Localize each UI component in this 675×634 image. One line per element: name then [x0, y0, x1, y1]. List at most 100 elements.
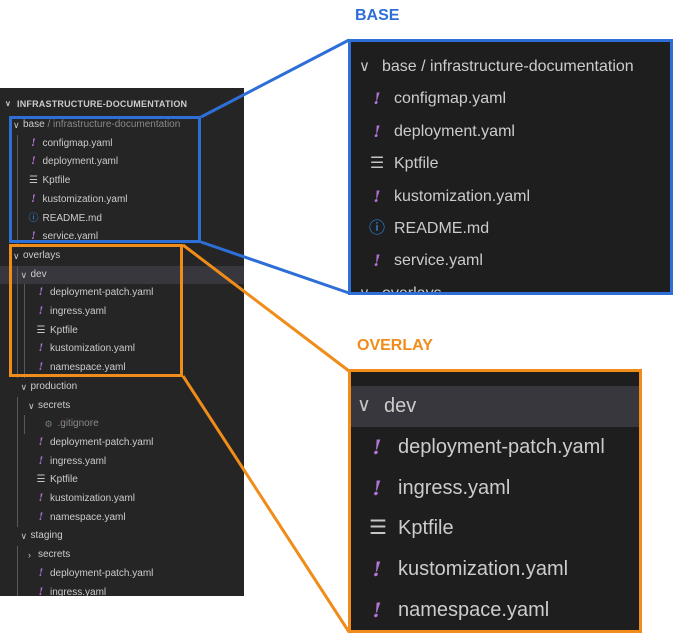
- base-zone-title: BASE: [355, 7, 400, 24]
- tree-item-label: staging: [30, 530, 63, 542]
- indent-guide: [17, 396, 18, 528]
- zoom-item-label: dev: [384, 395, 417, 417]
- chevron-down-icon: ∨: [5, 99, 12, 108]
- tree-file-ingress-yaml[interactable]: !ingress.yaml: [0, 303, 244, 322]
- base_zoom-row-base[interactable]: ∨base / infrastructure-documentation: [351, 51, 670, 83]
- list-lines-icon: ☰: [369, 517, 387, 540]
- explorer-tree: ∨ INFRASTRUCTURE-DOCUMENTATION ∨base / i…: [0, 88, 244, 596]
- tree-item-label: Kptfile: [50, 324, 78, 336]
- tree-file-deployment-patch-yaml[interactable]: !deployment-patch.yaml: [0, 565, 244, 584]
- overlay_zoom-row-kustomization-yaml[interactable]: !kustomization.yaml: [351, 549, 639, 590]
- zoom-item-label: namespace.yaml: [398, 599, 550, 621]
- tree-file-namespace-yaml[interactable]: ! namespace.yaml: [0, 359, 244, 378]
- tree-file-ingress-yaml[interactable]: !ingress.yaml: [0, 584, 244, 597]
- tree-item-label: deployment-patch.yaml: [50, 436, 154, 448]
- indent-guide: [17, 546, 18, 596]
- overlay_zoom-row-namespace-yaml[interactable]: ! namespace.yaml: [351, 590, 639, 630]
- tree-folder-production[interactable]: ∨production: [0, 378, 244, 397]
- chevron-down-icon: ∨: [359, 284, 370, 295]
- overlay_zoom-row-kptfile[interactable]: ☰Kptfile: [351, 508, 639, 549]
- base_zoom-row-service-yaml[interactable]: ! service.yaml: [351, 245, 670, 277]
- exclamation-icon: !: [38, 567, 44, 579]
- base_zoom-row-configmap-yaml[interactable]: ! configmap.yaml: [351, 83, 670, 115]
- exclamation-icon: !: [31, 193, 36, 205]
- tree-item-label: kustomization.yaml: [42, 193, 128, 205]
- chevron-down-icon: ∨: [28, 400, 35, 411]
- tree-file-configmap-yaml[interactable]: ! configmap.yaml: [0, 135, 244, 154]
- tree-item-label: deployment.yaml: [42, 156, 119, 168]
- zoom-item-label: configmap.yaml: [394, 90, 507, 108]
- tree-file-deployment-yaml[interactable]: ! deployment.yaml: [0, 153, 244, 172]
- tree-item-label: base / infrastructure-documentation: [23, 119, 181, 130]
- exclamation-icon: !: [373, 186, 381, 206]
- zoom-item-label: kustomization.yaml: [398, 558, 569, 581]
- tree-file-kptfile[interactable]: ☰Kptfile: [0, 172, 244, 191]
- exclamation-icon: !: [38, 362, 44, 374]
- exclamation-icon: !: [38, 343, 44, 355]
- tree-folder-staging[interactable]: ∨staging: [0, 527, 244, 546]
- overlay_zoom-row-ingress-yaml[interactable]: !ingress.yaml: [351, 468, 639, 509]
- base_zoom-row-kptfile[interactable]: ☰ Kptfile: [351, 148, 670, 180]
- exclamation-icon: !: [373, 89, 381, 109]
- exclamation-icon: !: [31, 156, 36, 168]
- tree-file-kptfile[interactable]: ☰ Kptfile: [0, 322, 244, 341]
- tree-item-label: production: [30, 380, 78, 392]
- tree-folder-secrets[interactable]: › secrets: [0, 546, 244, 565]
- tree-item-label: kustomization.yaml: [50, 493, 136, 504]
- tree-file-kustomization-yaml[interactable]: !kustomization.yaml: [0, 490, 244, 509]
- tree-folder-base[interactable]: ∨base / infrastructure-documentation: [0, 116, 244, 135]
- exclamation-icon: !: [38, 306, 44, 317]
- exclamation-icon: !: [372, 598, 382, 622]
- chevron-down-icon: ∨: [20, 381, 28, 392]
- chevron-down-icon: ∨: [359, 58, 370, 75]
- info-circle-icon: ⓘ: [369, 220, 386, 237]
- exclamation-icon: !: [373, 251, 381, 271]
- tree-file-kustomization-yaml[interactable]: !kustomization.yaml: [0, 340, 244, 359]
- zoom-item-label: overlays: [382, 284, 442, 295]
- tree-file-service-yaml[interactable]: !service.yaml: [0, 228, 244, 247]
- indent-guide: [24, 415, 25, 434]
- exclamation-icon: !: [31, 137, 36, 149]
- base_zoom-row-kustomization-yaml[interactable]: !kustomization.yaml: [351, 181, 670, 213]
- zoom-item-label: service.yaml: [394, 252, 483, 270]
- tree-file-deployment-patch-yaml[interactable]: !deployment-patch.yaml: [0, 284, 244, 303]
- explorer-section-header[interactable]: ∨ INFRASTRUCTURE-DOCUMENTATION: [0, 88, 244, 120]
- tree-item-label: namespace.yaml: [50, 362, 126, 374]
- tree-file-ingress-yaml[interactable]: !ingress.yaml: [0, 453, 244, 472]
- tree-file-kustomization-yaml[interactable]: ! kustomization.yaml: [0, 191, 244, 210]
- overlay-highlight-box: [9, 244, 183, 377]
- tree-file-deployment-patch-yaml[interactable]: !deployment-patch.yaml: [0, 434, 244, 453]
- tree-file-gitignore[interactable]: ⚙.gitignore: [0, 415, 244, 434]
- zoom-item-label: Kptfile: [394, 155, 439, 173]
- tree-item-label: configmap.yaml: [42, 137, 113, 149]
- overlay_zoom-row-dev[interactable]: ∨dev: [351, 386, 639, 427]
- tree-file-namespace-yaml[interactable]: !namespace.yaml: [0, 509, 244, 528]
- base_zoom-row-deployment-yaml[interactable]: !deployment.yaml: [351, 116, 670, 148]
- tree-item-label: dev: [30, 268, 47, 280]
- list-lines-icon: ☰: [369, 155, 385, 173]
- exclamation-icon: !: [31, 231, 36, 243]
- tree-item-path-suffix: / infrastructure-documentation: [44, 119, 181, 130]
- tree-file-kptfile[interactable]: ☰Kptfile: [0, 471, 244, 490]
- base_zoom-row-overlays[interactable]: ∨ overlays: [351, 278, 670, 295]
- indent-guide: [17, 134, 18, 247]
- exclamation-icon: !: [38, 287, 44, 299]
- chevron-down-icon: ∨: [13, 120, 20, 130]
- tree-folder-secrets[interactable]: ∨secrets: [0, 397, 244, 416]
- tree-item-label: README.md: [42, 212, 102, 224]
- chevron-right-icon: ›: [28, 550, 31, 561]
- tree-folder-overlays[interactable]: ∨overlays: [0, 247, 244, 266]
- zoom-item-path-suffix: / infrastructure-documentation: [416, 58, 634, 75]
- tree-item-label: .gitignore: [57, 418, 99, 430]
- tree-item-label: secrets: [38, 549, 71, 561]
- overlay_zoom-row-deployment-patch-yaml[interactable]: !deployment-patch.yaml: [351, 427, 639, 468]
- list-lines-icon: ☰: [36, 324, 46, 336]
- chevron-down-icon: ∨: [20, 269, 28, 280]
- base-zoom-panel: ∨base / infrastructure-documentation! con…: [348, 39, 673, 295]
- indent-guide: [17, 265, 18, 378]
- tree-folder-dev[interactable]: ∨dev: [0, 265, 244, 285]
- tree-item-label: ingress.yaml: [50, 455, 107, 467]
